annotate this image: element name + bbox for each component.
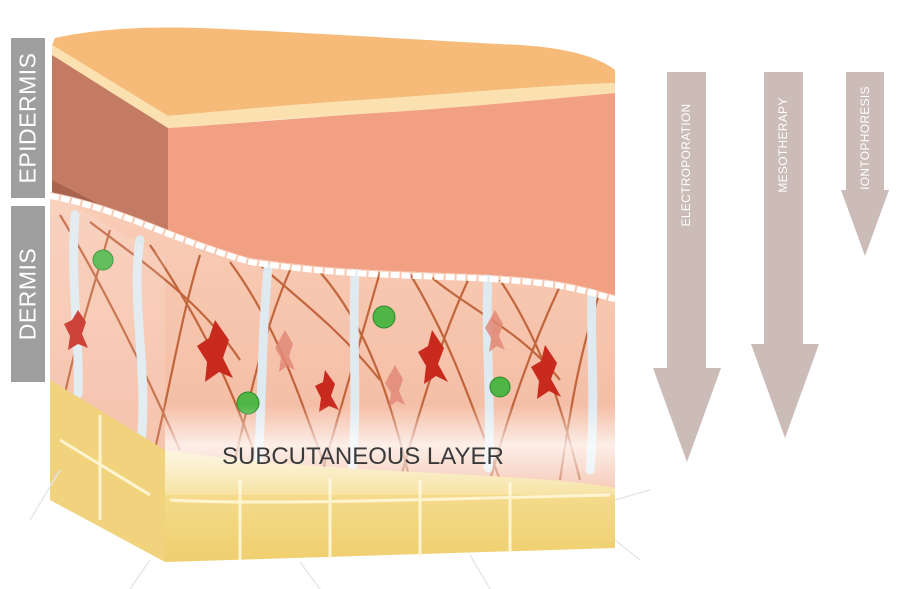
epidermis-label: EPIDERMIS [15, 52, 42, 183]
subcutaneous-layer-label: SUBCUTANEOUS LAYER [222, 443, 504, 471]
iontophoresis-label: IONTOPHORESIS [858, 86, 872, 190]
dermis-label-box: DERMIS [11, 206, 45, 382]
dermis-label: DERMIS [15, 248, 42, 340]
epidermis-label-box: EPIDERMIS [11, 38, 45, 198]
mesotherapy-label: MESOTHERAPY [776, 97, 790, 192]
electroporation-label: ELECTROPORATION [679, 104, 693, 227]
